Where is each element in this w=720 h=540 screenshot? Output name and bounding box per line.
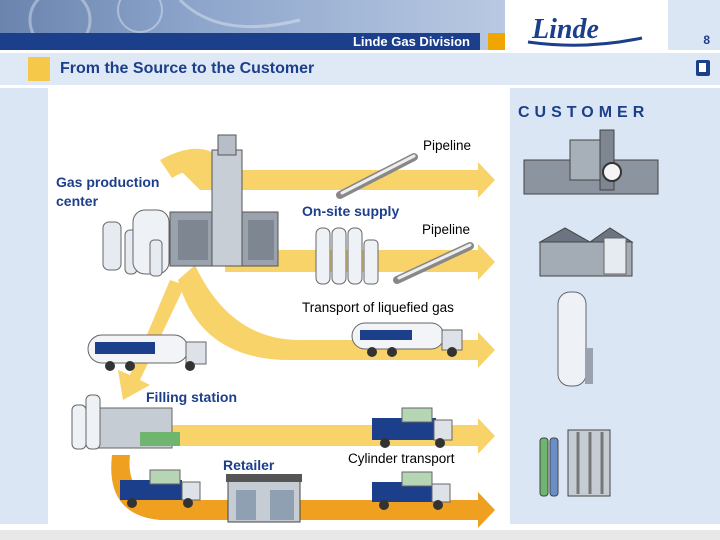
left-strip (0, 88, 48, 524)
storage-tank-icon (557, 291, 593, 387)
cylinder-truck-icon (372, 471, 451, 510)
transport-liquefied-label: Transport of liquefied gas (302, 300, 454, 315)
page-title: From the Source to the Customer (60, 60, 315, 77)
factory-icon (523, 129, 659, 195)
footer-bar (0, 530, 720, 540)
page-number-box (668, 0, 720, 50)
title-bar (0, 53, 720, 85)
title-accent (28, 57, 50, 81)
onsite-tanks-icon (315, 227, 379, 285)
gas-cylinders-icon (539, 429, 611, 497)
pipeline-label-2: Pipeline (422, 222, 471, 237)
page-number: 8 (703, 33, 710, 47)
document-icon[interactable] (696, 60, 710, 76)
header-decoration (28, 0, 301, 50)
storage-tank-icon (102, 209, 170, 277)
customer-heading: CUSTOMER (518, 104, 650, 121)
pipeline-label-1: Pipeline (423, 138, 472, 153)
division-label: Linde Gas Division (0, 33, 480, 50)
gas-production-label: Gas production center (56, 174, 160, 209)
cylinder-truck-icon (120, 469, 201, 508)
retailer-arrow (111, 455, 495, 528)
pipeline-arrow-1 (180, 162, 495, 198)
tanker-truck-icon (87, 334, 207, 371)
header-accent (488, 33, 505, 50)
retailer-store-icon (226, 474, 302, 523)
linde-logo: Linde (527, 14, 643, 47)
filling-station-icon (71, 394, 180, 450)
warehouse-icon (538, 227, 634, 277)
logo-text: Linde (531, 14, 599, 45)
cylinder-transport-label: Cylinder transport (348, 451, 455, 466)
filling-station-label: Filling station (146, 389, 237, 405)
cylinder-truck-icon (372, 407, 453, 448)
onsite-supply-label: On-site supply (302, 203, 400, 219)
tanker-truck-icon (351, 322, 463, 357)
retailer-label: Retailer (223, 457, 275, 473)
factory-icon (169, 134, 279, 267)
